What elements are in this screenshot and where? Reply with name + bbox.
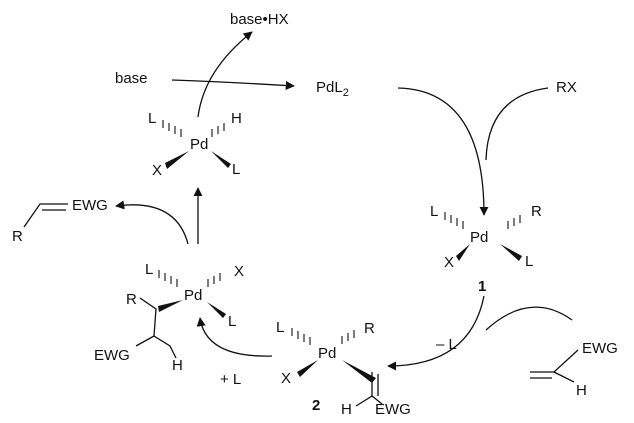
bond (135, 335, 155, 347)
bond (371, 395, 383, 405)
substrate-alkene: EWG H (530, 340, 618, 399)
complex-1: Pd L R X L 1 (430, 203, 542, 295)
pd-label: Pd (190, 136, 208, 153)
alkene-incoming-arrow (485, 306, 573, 331)
ligand-label: L (145, 261, 153, 278)
bond (23, 203, 68, 228)
wedge-bond (500, 244, 522, 261)
ligand-label: L (228, 313, 236, 330)
bond (139, 297, 177, 359)
bond (553, 371, 575, 383)
ewg-label: EWG (94, 347, 130, 364)
rx-incoming-arrow (485, 87, 549, 161)
to-base-hx-arrow (197, 31, 253, 118)
plus-l-label: + L (220, 371, 241, 388)
wedge-bond (158, 300, 183, 312)
base-hx-label: base•HX (230, 11, 289, 28)
hashed-bond (341, 330, 355, 344)
wedge-bond (211, 151, 231, 168)
wedge-bond (165, 151, 189, 169)
wedge-bond (456, 244, 470, 261)
pd-label: Pd (184, 287, 202, 304)
bond (530, 349, 579, 373)
wedge-bond (297, 360, 318, 377)
wedge-bond (342, 360, 376, 383)
h-label: H (172, 357, 183, 374)
to-complex2-arrow (387, 295, 485, 371)
h-label: H (341, 401, 352, 418)
ligand-label: L (148, 110, 156, 127)
base-to-pd-arrow (171, 79, 295, 91)
base-label: base (115, 70, 148, 87)
hydride-complex: Pd L H X L (148, 110, 242, 179)
wedge-bond (207, 302, 226, 318)
hashed-bond (162, 120, 182, 137)
r-label: R (531, 203, 542, 220)
r-label: R (12, 228, 23, 245)
ligand-label: L (430, 203, 438, 220)
ewg-label: EWG (582, 340, 618, 357)
hashed-bond (291, 328, 311, 345)
hashed-bond (207, 273, 221, 287)
pd-label: Pd (318, 345, 336, 362)
ligand-label: L (525, 253, 533, 270)
migratory-insertion-arrow (196, 317, 273, 357)
complex-2: Pd L R X 2 H EWG (276, 319, 411, 418)
hashed-bond (211, 123, 225, 137)
halide-label: X (152, 162, 162, 179)
hydride-label: H (231, 110, 242, 127)
hashed-bond (444, 212, 464, 229)
to-product-arrow (115, 200, 189, 245)
rx-label: RX (556, 79, 577, 96)
ewg-label: EWG (72, 197, 108, 214)
product-alkene: EWG R (12, 197, 108, 245)
ligand-label: L (232, 161, 240, 178)
hashed-bond (158, 270, 178, 287)
halide-label: X (281, 370, 291, 387)
compound-number: 1 (478, 278, 486, 295)
h-label: H (576, 382, 587, 399)
pd-catalyst-label: PdL2 (316, 79, 349, 99)
minus-l-label: – L (436, 336, 457, 353)
insertion-complex: Pd L X L R EWG H (94, 261, 244, 374)
ewg-label: EWG (375, 401, 411, 418)
pd-to-complex1-arrow (397, 87, 489, 216)
compound-number: 2 (312, 397, 320, 414)
r-label: R (364, 320, 375, 337)
halide-label: X (234, 263, 244, 280)
pd-label: Pd (470, 229, 488, 246)
r-label: R (126, 291, 137, 308)
halide-label: X (444, 254, 454, 271)
hashed-bond (507, 215, 521, 229)
ligand-label: L (276, 319, 284, 336)
